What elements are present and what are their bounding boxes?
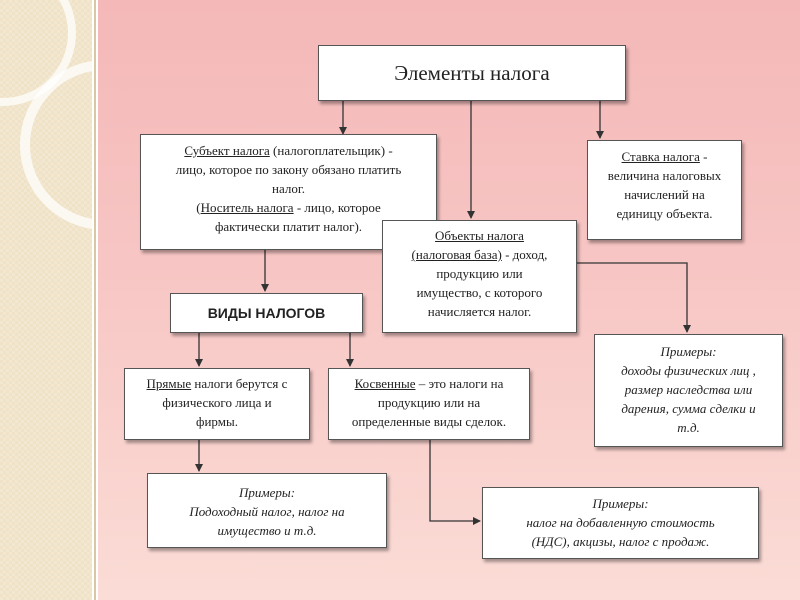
indirect-term: Косвенные: [354, 376, 416, 391]
subject-line-2: лицо, которое по закону обязано платить: [175, 162, 402, 177]
indirect-line-3: определенные виды сделок.: [351, 414, 507, 429]
object-line-3: продукцию или: [436, 266, 523, 281]
examples-box-right: Примеры: доходы физических лиц , размер …: [594, 334, 783, 447]
side-divider: [94, 0, 96, 600]
rate-line-3: начислений на: [624, 187, 705, 202]
arrow-object-to-examples: [577, 262, 691, 333]
rate-box: Ставка налога - величина налоговых начис…: [587, 140, 742, 240]
direct-line-1: Прямые налоги берутся с: [146, 376, 288, 391]
tax-types-label: ВИДЫ НАЛОГОВ: [207, 304, 326, 321]
direct-line-3: фирмы.: [196, 414, 238, 429]
object-line-1: Объекты налога: [435, 228, 524, 243]
examples-right-line-3: дарения, сумма сделки и: [621, 401, 756, 416]
examples-box-direct: Примеры: Подоходный налог, налог на имущ…: [147, 473, 387, 548]
examples-box-indirect: Примеры: налог на добавленную стоимость …: [482, 487, 759, 559]
subject-line-4: (Носитель налога - лицо, которое: [196, 200, 381, 215]
object-line-5: начисляется налог.: [427, 304, 532, 319]
examples-right-line-2: размер наследства или: [624, 382, 753, 397]
subject-line-3: налог.: [272, 181, 305, 196]
title-box: Элементы налога: [318, 45, 626, 101]
object-line-4: имущество, с которого: [416, 285, 543, 300]
subject-term: Субъект налога: [184, 143, 270, 158]
direct-term: Прямые: [146, 376, 192, 391]
decorative-side-band: [0, 0, 92, 600]
examples-right-line-4: т.д.: [677, 420, 700, 435]
direct-taxes-box: Прямые налоги берутся с физического лица…: [124, 368, 310, 440]
base-term: (налоговая база): [411, 247, 502, 262]
indirect-line-1: Косвенные – это налоги на: [354, 376, 504, 391]
rate-line-1: Ставка налога -: [621, 149, 708, 164]
subject-line-1: Субъект налога (налогоплательщик) -: [184, 143, 393, 158]
examples-direct-line-1: Подоходный налог, налог на: [189, 504, 345, 519]
indirect-line-2: продукцию или на: [377, 395, 481, 410]
object-box: Объекты налога (налоговая база) - доход,…: [382, 220, 577, 333]
bearer-term: Носитель налога: [200, 200, 294, 215]
examples-direct-heading: Примеры:: [238, 485, 296, 500]
object-line-2: (налоговая база) - доход,: [411, 247, 548, 262]
direct-line-2: физического лица и: [162, 395, 272, 410]
examples-indirect-line-1: налог на добавленную стоимость: [526, 515, 715, 530]
page-title: Элементы налога: [394, 60, 550, 85]
examples-indirect-heading: Примеры:: [592, 496, 649, 511]
examples-direct-line-2: имущество и т.д.: [217, 523, 317, 538]
examples-right-heading: Примеры:: [660, 344, 717, 359]
examples-indirect-line-2: (НДС), акцизы, налог с продаж.: [531, 534, 710, 549]
examples-right-line-1: доходы физических лиц ,: [621, 363, 756, 378]
rate-line-4: единицу объекта.: [616, 206, 713, 221]
arrow-indirect-to-examples: [429, 440, 481, 525]
subject-line-5: фактически платит налог).: [214, 219, 363, 234]
tax-types-box: ВИДЫ НАЛОГОВ: [170, 293, 363, 333]
indirect-taxes-box: Косвенные – это налоги на продукцию или …: [328, 368, 530, 440]
rate-term: Ставка налога: [621, 149, 700, 164]
rate-line-2: величина налоговых: [607, 168, 722, 183]
